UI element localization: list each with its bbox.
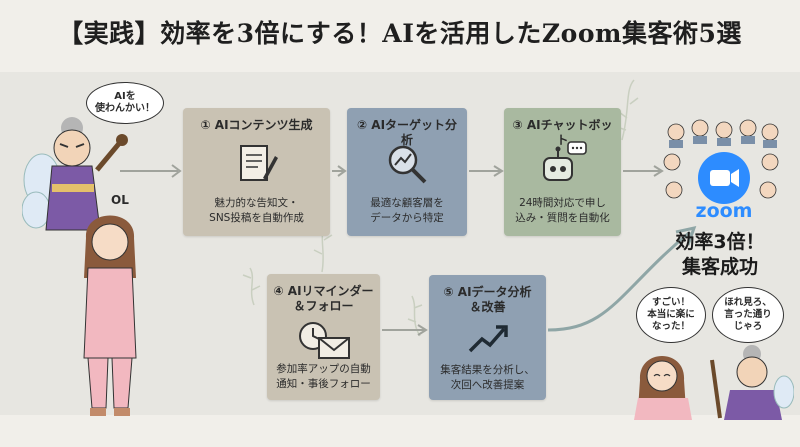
bottom-band [0, 415, 800, 447]
step-1-title: ① AIコンテンツ生成 [200, 118, 313, 132]
fairy-left-line1: AIを [114, 91, 136, 102]
step-5-title-line2: ＆改善 [469, 300, 506, 314]
document-pen-icon [239, 145, 278, 181]
step-2-card: ② AIターゲット分析 最適な顧客層を データから特定 [347, 108, 467, 236]
result-headline: 効率3倍！ 集客成功 [670, 230, 770, 280]
happy-pair-illustration [634, 345, 794, 420]
clock-envelope-icon [298, 322, 350, 359]
step-3-desc-line1: 24時間対応で申し [519, 197, 606, 209]
woman-happy-speech-bubble: すごい！ 本当に楽に なった！ [636, 287, 706, 343]
fairy-right-speech-bubble: ほれ見ろ、 言った通り じゃろ [712, 287, 784, 343]
step-5-desc-line1: 集客結果を分析し、 [440, 364, 535, 376]
step-4-title-line1: ④ AIリマインダー [273, 284, 374, 298]
zoom-logo-circle [698, 152, 750, 204]
magnifier-chart-icon [388, 145, 427, 184]
step-2-desc-line1: 最適な顧客層を [370, 197, 444, 209]
flow-connectors [120, 164, 664, 336]
woman-happy-line1: すごい！ [651, 297, 690, 308]
fairy-left-speech-bubble: AIを 使わんかい！ [86, 82, 164, 124]
step-3-card: ③ AIチャットボット 24時間対応で申し 込み・質問を自動化 [504, 108, 621, 236]
arrow-step5-to-result [547, 230, 691, 332]
fairy-left-line2: 使わんかい！ [95, 103, 155, 114]
ol-label: OL [111, 193, 129, 207]
fairy-right-line1: ほれ見ろ、 [724, 297, 772, 308]
step-4-title-line2: ＆フォロー [293, 299, 354, 313]
grandma-fairy-illustration [22, 117, 128, 231]
chatbot-icon [542, 141, 587, 181]
step-1-card: ① AIコンテンツ生成 魅力的な告知文・ SNS投稿を自動作成 [183, 108, 330, 236]
step-3-title: ③ AIチャットボット [512, 118, 613, 147]
woman-happy-line2: 本当に楽に [647, 309, 695, 320]
result-line2: 集客成功 [681, 256, 758, 278]
fairy-right-line3: じゃろ [733, 321, 763, 332]
step-3-desc-line2: 込み・質問を自動化 [515, 212, 610, 224]
zoom-logo-text: zoom [695, 200, 753, 222]
woman-happy-line3: なった！ [651, 321, 690, 332]
page-title: 【実践】効率を3倍にする！AIを活用したZoom集客術5選 [58, 19, 742, 48]
step-5-desc-line2: 次回へ改善提案 [450, 379, 525, 391]
step-1-desc-line1: 魅力的な告知文・ [214, 197, 299, 209]
result-line1: 効率3倍！ [675, 231, 765, 253]
title-band [0, 0, 800, 72]
step-5-card: ⑤ AIデータ分析 ＆改善 集客結果を分析し、 次回へ改善提案 [429, 275, 546, 400]
fairy-right-line2: 言った通り [724, 309, 772, 320]
step-2-title: ② AIターゲット分析 [356, 118, 458, 147]
trend-arrow-icon [468, 325, 508, 353]
video-camera-icon [710, 169, 739, 187]
office-lady-illustration [83, 215, 137, 416]
step-4-card: ④ AIリマインダー ＆フォロー 参加率アップの自動 通知・事後フォロー [267, 274, 380, 400]
step-2-desc-line2: データから特定 [370, 212, 444, 224]
step-1-desc-line2: SNS投稿を自動作成 [209, 212, 304, 224]
step-4-desc-line2: 通知・事後フォロー [276, 378, 371, 390]
step-5-title-line1: ⑤ AIデータ分析 [443, 285, 532, 299]
step-4-desc-line1: 参加率アップの自動 [276, 363, 371, 375]
audience-crowd-illustration [663, 119, 779, 199]
